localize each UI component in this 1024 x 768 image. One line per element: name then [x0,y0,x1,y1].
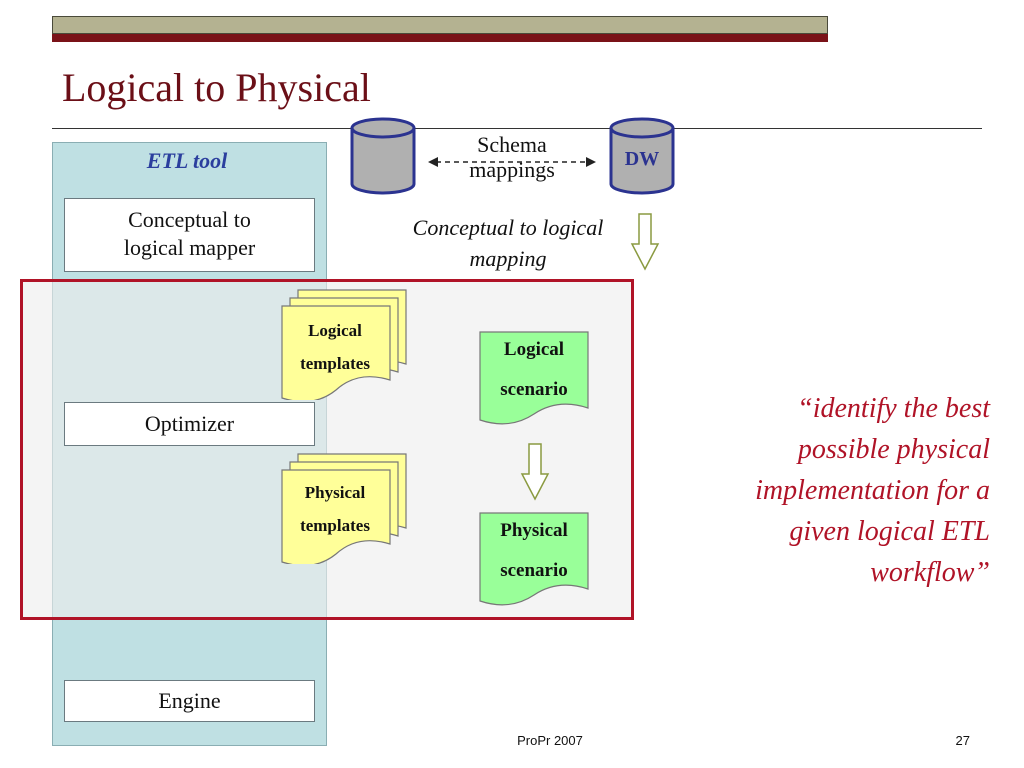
mapping-label-line2: mapping [469,246,547,271]
slide-title: Logical to Physical [62,65,371,110]
physical-templates-label: Physical templates [280,482,390,540]
physical-scenario-icon [479,512,589,606]
quote-line3: implementation for a [755,475,990,506]
physical-scenario-line1: Physical [500,520,568,541]
conceptual-to-logical-mapping-label: Conceptual to logical mapping [390,212,626,274]
physical-templates-line2: templates [300,516,370,535]
engine-box: Engine [64,680,315,722]
logical-templates-line1: Logical [308,321,362,340]
physical-templates-icon [281,453,407,564]
footer-text: ProPr 2007 [517,733,583,748]
title-divider [52,128,982,129]
conceptual-to-logical-mapper-box: Conceptual to logical mapper [64,198,315,272]
quote-line1: “identify the best [797,393,990,424]
quote-text: “identify the best possible physical imp… [680,388,990,593]
logical-scenario-icon [479,331,589,425]
highlight-frame [20,279,634,620]
logical-scenario-line2: scenario [500,379,568,400]
quote-line2: possible physical [797,434,990,465]
mapper-label-line2: logical mapper [123,235,256,260]
logical-templates-label: Logical templates [280,320,390,378]
logical-scenario-line1: Logical [503,339,565,360]
etl-tool-label: ETL tool [146,148,228,173]
schema-mappings-arrow [428,157,596,167]
logical-scenario-label: Logical scenario [479,330,589,410]
logical-templates-icon [281,289,407,400]
schema-mappings-label: Schema mappings [430,132,594,182]
schema-mappings-line2: mappings [469,157,555,182]
down-arrow-icon [630,213,660,271]
mapping-label-line1: Conceptual to logical [412,215,604,240]
down-arrow-icon [520,443,550,501]
physical-scenario-label: Physical scenario [479,511,589,591]
page-number: 27 [955,733,970,748]
quote-line5: workflow” [870,557,990,588]
dw-database-icon [609,117,675,195]
dw-label: DW [624,148,660,170]
schema-mappings-line1: Schema [477,132,547,157]
logical-templates-line2: templates [300,354,370,373]
optimizer-box: Optimizer [64,402,315,446]
header-accent-bar [52,34,828,42]
physical-templates-line1: Physical [304,483,366,502]
physical-scenario-line2: scenario [500,560,568,581]
header-bar [52,16,828,34]
mapper-label-line1: Conceptual to [128,207,251,232]
quote-line4: given logical ETL [789,516,990,547]
source-database-icon [350,117,416,195]
